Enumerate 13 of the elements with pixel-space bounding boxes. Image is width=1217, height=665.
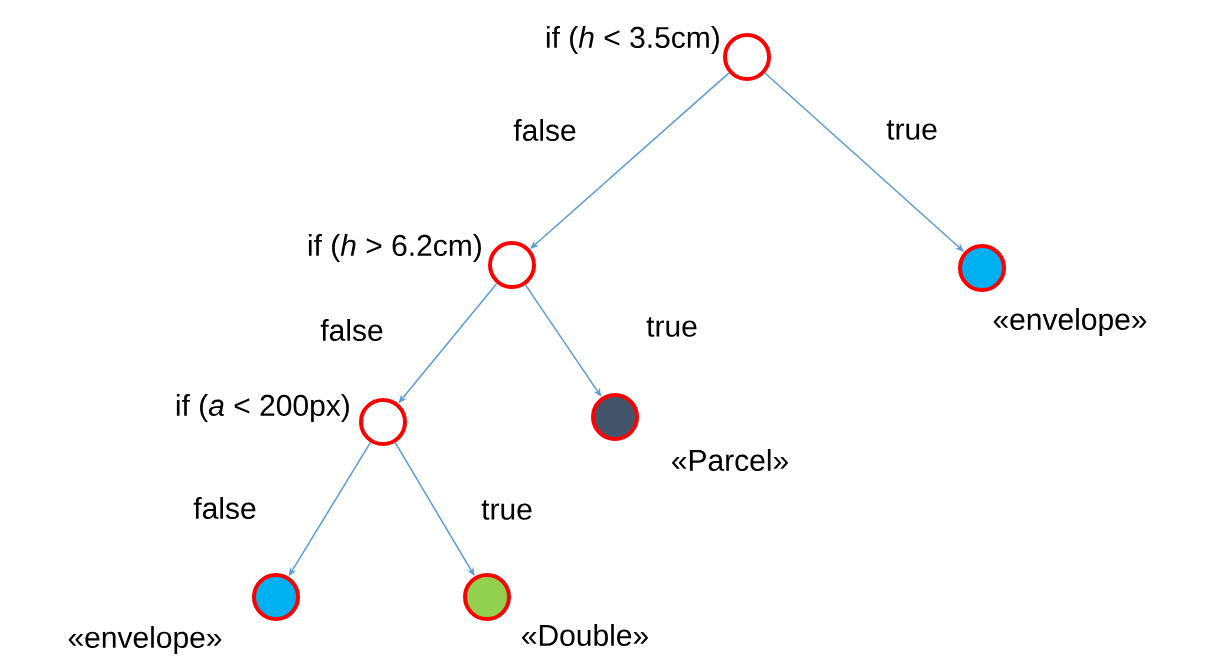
node-caption: if (h > 6.2cm): [308, 234, 481, 262]
edge-label: true: [884, 118, 940, 142]
node-caption: «envelope»: [993, 308, 1147, 336]
edge-label: false: [191, 495, 259, 521]
edge-label: true: [644, 315, 700, 339]
edge-label: true: [479, 498, 535, 522]
node-caption: «envelope»: [68, 626, 222, 654]
edge-label: false: [511, 117, 579, 143]
node-caption: «Parcel»: [672, 449, 788, 472]
node-caption: if (a < 200px): [176, 394, 349, 422]
node-caption: «Double»: [522, 624, 648, 647]
edge-label: false: [318, 317, 386, 343]
node-caption: if (h < 3.5cm): [546, 26, 719, 54]
